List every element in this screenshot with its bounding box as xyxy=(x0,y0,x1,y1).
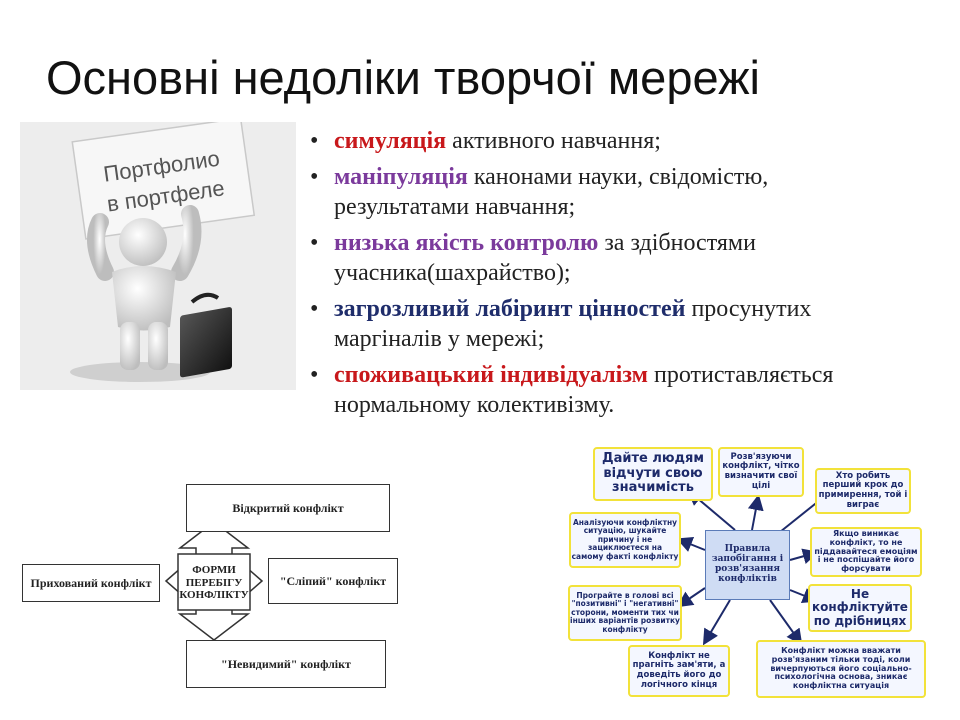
bullet-text: канонами науки, свідомістю, результатами… xyxy=(334,164,769,220)
bullet-list: • симуляція активного навчання; • маніпу… xyxy=(306,126,906,426)
bullet-dot-icon: • xyxy=(310,296,319,322)
bullet-item: • споживацький індивідуалізм протиставля… xyxy=(306,360,906,420)
briefcase-icon xyxy=(180,292,232,378)
bullet-text: протиставляється нормальному колективізм… xyxy=(334,362,834,418)
rule-node: Програйте в голові всі "позитивні" і "не… xyxy=(568,585,682,641)
bullet-keyword: симуляція xyxy=(334,128,447,154)
conflict-forms-diagram: Відкритий конфлікт Прихований конфлікт "… xyxy=(18,480,410,695)
bullet-keyword: маніпуляція xyxy=(334,164,468,190)
hidden-conflict-box: Прихований конфлікт xyxy=(22,564,160,602)
rule-node: Не конфліктуйте по дрібницях xyxy=(808,584,912,632)
bullet-text: за здібностями учасника(шахрайство); xyxy=(334,230,756,286)
bullet-dot-icon: • xyxy=(310,128,319,154)
portfolio-illustration: Портфолио в портфеле xyxy=(20,117,296,390)
bullet-item: • загрозливий лабіринт цінностей просуну… xyxy=(306,294,906,354)
bullet-keyword: загрозливий лабіринт цінностей xyxy=(334,296,686,322)
center-line-2: ПЕРЕБІГУ xyxy=(185,576,243,589)
rule-node: Хто робить перший крок до примирення, то… xyxy=(815,468,911,514)
rule-node: Конфлікт не прагніть зам'яти, а доведіть… xyxy=(628,645,730,697)
bullet-keyword: низька якість контролю xyxy=(334,230,599,256)
blind-conflict-box: "Сліпий" конфлікт xyxy=(268,558,398,604)
open-conflict-box: Відкритий конфлікт xyxy=(186,484,390,532)
figure-with-sign-icon: Портфолио в портфеле xyxy=(70,117,256,382)
bullet-text: активного навчання; xyxy=(446,128,661,154)
center-line-3: КОНФЛІКТУ xyxy=(179,589,249,602)
rule-node: Якщо виникає конфлікт, то не піддавайтес… xyxy=(810,527,922,577)
rules-center-node: Правила запобігання і розв'язання конфлі… xyxy=(705,530,790,600)
bullet-dot-icon: • xyxy=(310,230,319,256)
conflict-forms-center: ФОРМИ ПЕРЕБІГУ КОНФЛІКТУ xyxy=(178,556,250,610)
bullet-item: • низька якість контролю за здібностями … xyxy=(306,228,906,288)
rule-node: Аналізуючи конфліктну ситуацію, шукайте … xyxy=(569,512,681,568)
bullet-text: просунутих маргіналів у мережі; xyxy=(334,296,812,352)
center-line-1: ФОРМИ xyxy=(192,564,236,577)
rule-node: Дайте людям відчути свою значимість xyxy=(593,447,713,501)
bullet-item: • маніпуляція канонами науки, свідомістю… xyxy=(306,162,906,222)
invisible-conflict-box: "Невидимий" конфлікт xyxy=(186,640,386,688)
rule-node: Розв'язуючи конфлікт, чітко визначити св… xyxy=(718,447,804,497)
bullet-keyword: споживацький індивідуалізм xyxy=(334,362,648,388)
bullet-item: • симуляція активного навчання; xyxy=(306,126,906,156)
bullet-dot-icon: • xyxy=(310,164,319,190)
slide-title: Основні недоліки творчої мережі xyxy=(46,51,760,104)
rule-node: Конфлікт можна вважати розв'язаним тільк… xyxy=(756,640,926,698)
bullet-dot-icon: • xyxy=(310,362,319,388)
conflict-arrows xyxy=(164,521,264,641)
